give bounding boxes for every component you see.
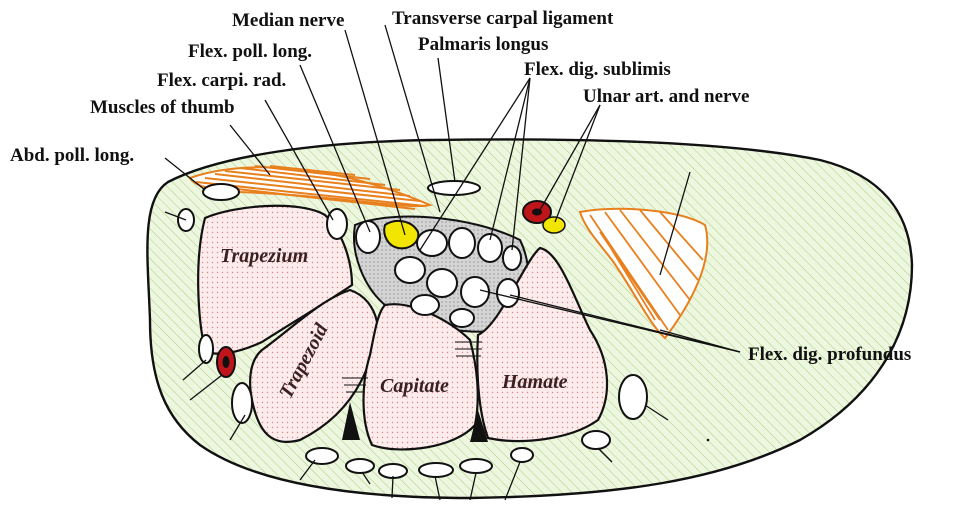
ulnar-nerve (543, 217, 565, 233)
label-transverse-carpal-ligament: Transverse carpal ligament (392, 8, 614, 29)
label-flex-poll-long: Flex. poll. long. (188, 41, 312, 62)
label-trapezium: Trapezium (220, 245, 308, 267)
label-abd-poll-long: Abd. poll. long. (10, 145, 134, 166)
label-median-nerve: Median nerve (232, 10, 344, 31)
label-ulnar-art-nerve: Ulnar art. and nerve (583, 86, 749, 107)
label-hamate: Hamate (501, 371, 568, 393)
label-capitate: Capitate (380, 375, 449, 397)
label-muscles-of-thumb: Muscles of thumb (90, 97, 235, 118)
label-palmaris-longus: Palmaris longus (418, 34, 548, 55)
label-flex-dig-profundus: Flex. dig. profundus (748, 344, 911, 365)
label-flex-dig-sublimis: Flex. dig. sublimis (524, 59, 671, 80)
speck-dot (707, 439, 710, 442)
median-nerve-shape (384, 221, 418, 248)
label-flex-carpi-rad: Flex. carpi. rad. (157, 70, 286, 91)
